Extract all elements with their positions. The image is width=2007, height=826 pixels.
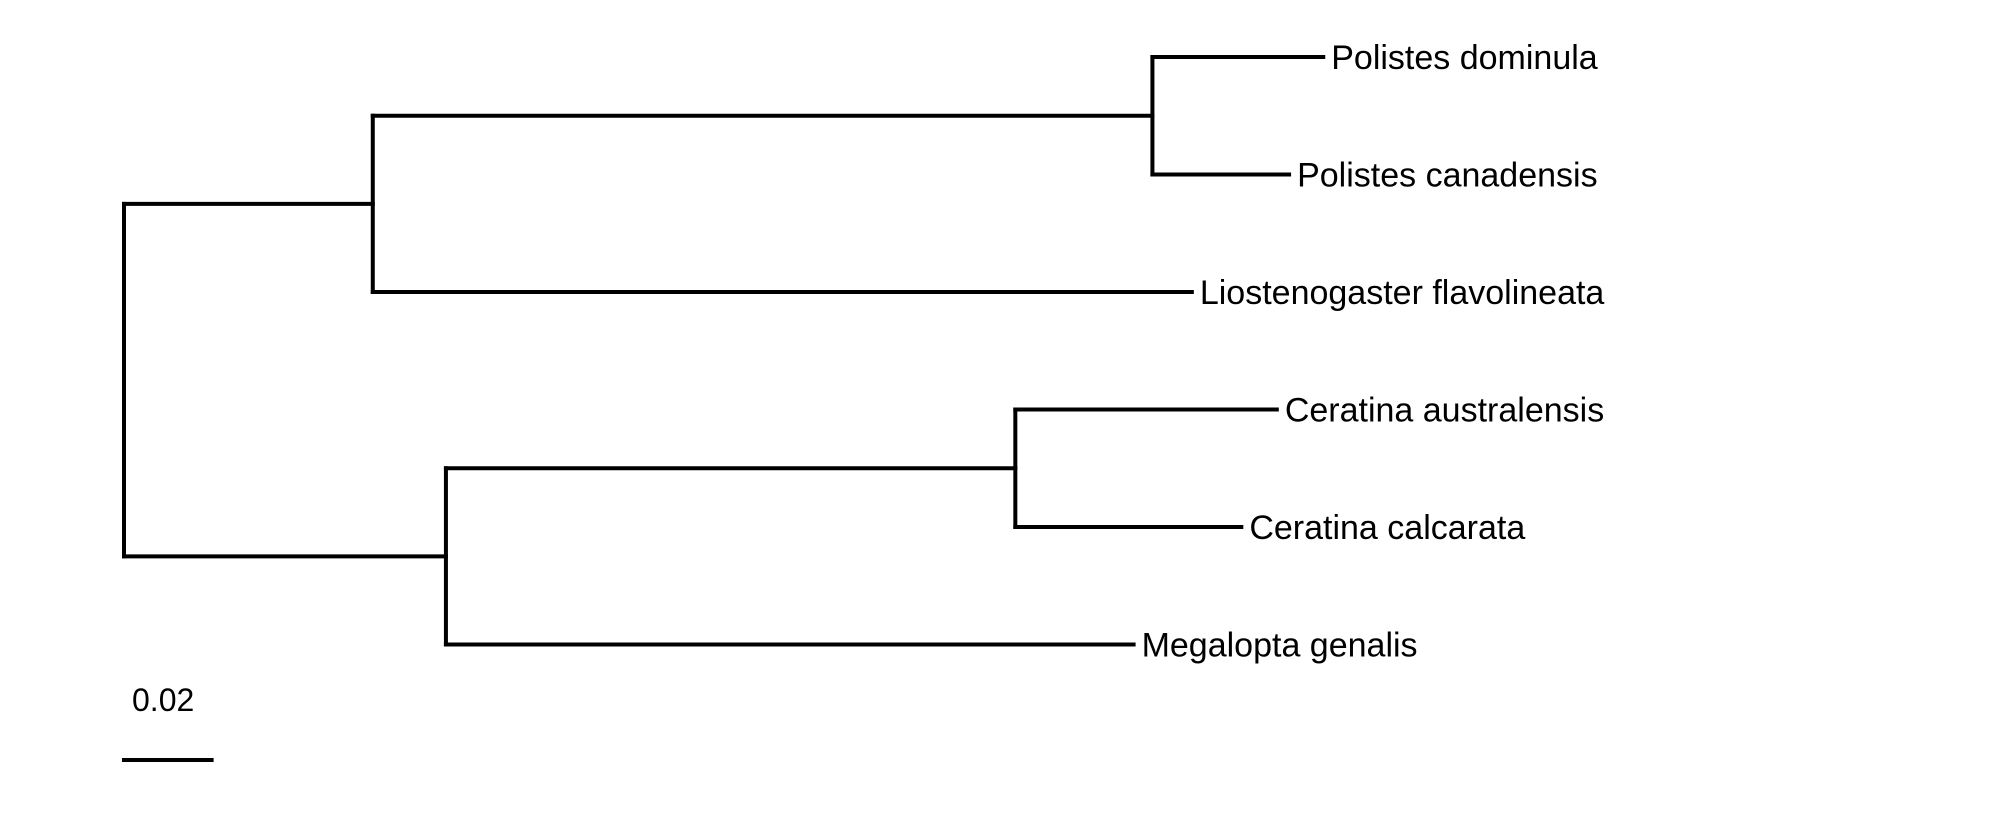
- tip-label-polistes-dominula: Polistes dominula: [1331, 39, 1598, 77]
- tip-label-ceratina-calcarata: Ceratina calcarata: [1249, 509, 1525, 547]
- scale-bar: 0.02: [122, 682, 214, 762]
- tip-label-polistes-canadensis: Polistes canadensis: [1297, 157, 1598, 195]
- tip-label-ceratina-australensis: Ceratina australensis: [1285, 392, 1604, 430]
- tree-branches: [122, 55, 1326, 647]
- tip-label-liostenogaster-flavolineata: Liostenogaster flavolineata: [1200, 274, 1605, 312]
- tip-label-megalopta-genalis: Megalopta genalis: [1142, 627, 1418, 665]
- scale-bar-label: 0.02: [132, 682, 194, 718]
